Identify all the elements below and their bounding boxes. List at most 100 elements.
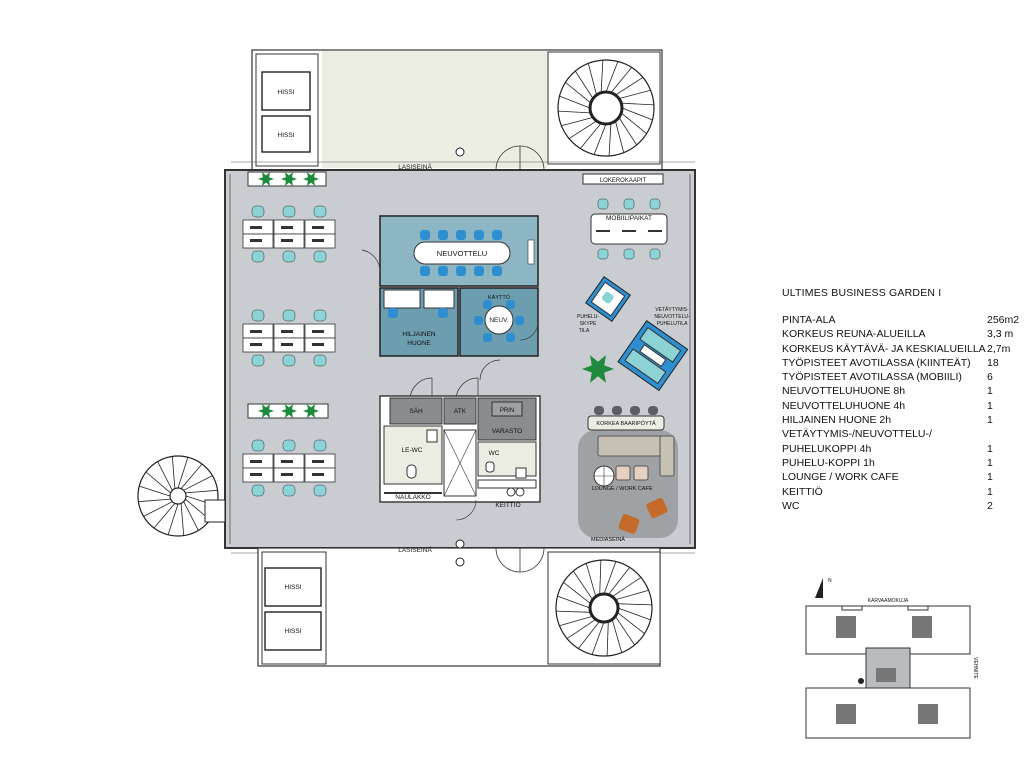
- stair-step: [557, 595, 591, 609]
- stair-step: [611, 619, 623, 653]
- monitor: [250, 330, 262, 333]
- monitor: [250, 239, 262, 242]
- info-row-label: PINTA-ALA: [782, 314, 836, 326]
- svg-text:PUHELUTILA: PUHELUTILA: [657, 321, 689, 327]
- svg-text:VARASTO: VARASTO: [492, 428, 522, 435]
- info-row-value: 2: [987, 499, 993, 512]
- info-row: VETÄYTYMIS-/NEUVOTTELU-/: [782, 427, 1027, 441]
- svg-text:N: N: [828, 578, 832, 584]
- top-wing: HISSI HISSI LASISEINÄ: [251, 49, 663, 171]
- info-row-value: 1: [987, 485, 993, 498]
- phone-booth-1h: PUHELU- SKYPE TILA: [577, 276, 631, 334]
- info-row-label: TYÖPISTEET AVOTILASSA (MOBIILI): [782, 371, 962, 384]
- svg-text:HUONE: HUONE: [407, 340, 431, 347]
- monitor: [648, 230, 662, 232]
- stair-step: [145, 471, 171, 494]
- chair: [649, 248, 661, 260]
- monitor: [250, 473, 262, 476]
- stair-step: [615, 77, 644, 96]
- svg-text:SÄH: SÄH: [409, 407, 423, 415]
- chair: [420, 266, 430, 276]
- svg-text:HISSI: HISSI: [278, 89, 295, 96]
- svg-text:ATK: ATK: [454, 408, 467, 415]
- quiet-room: HILJAINEN HUONE: [379, 287, 459, 357]
- info-row-label: WC: [782, 499, 800, 512]
- monitor: [312, 460, 324, 463]
- chair: [438, 266, 448, 276]
- info-row-label: LOUNGE / WORK CAFE: [782, 471, 899, 484]
- stair-step: [185, 489, 218, 494]
- stair-step: [575, 70, 594, 99]
- high-bar-table: [587, 415, 665, 431]
- svg-text:KARVAAMOKUJA: KARVAAMOKUJA: [868, 598, 909, 604]
- svg-text:LOUNGE / WORK CAFE: LOUNGE / WORK CAFE: [591, 486, 652, 492]
- monitor: [312, 226, 324, 229]
- info-row-value: 1: [987, 414, 993, 427]
- stair-step: [556, 610, 591, 613]
- glass-wall-label-top: LASISEINÄ: [398, 163, 432, 171]
- stair-step: [139, 485, 171, 497]
- stair-step: [593, 123, 607, 155]
- stair-step: [579, 122, 602, 149]
- terrace-top: [322, 51, 548, 168]
- svg-text:TILA: TILA: [579, 328, 590, 334]
- svg-text:HILJAINEN: HILJAINEN: [402, 331, 436, 338]
- stair-step: [621, 107, 653, 121]
- stair-step: [617, 611, 645, 635]
- plant: [258, 172, 274, 186]
- stair-step: [617, 607, 651, 621]
- svg-text:NAULAKKO: NAULAKKO: [395, 494, 430, 501]
- lockers: LOKEROKAAPIT: [582, 173, 664, 185]
- info-row-label: NEUVOTTELUHUONE 4h: [782, 399, 906, 412]
- stair-step: [600, 60, 604, 93]
- stair-step: [180, 503, 185, 536]
- plant: [258, 404, 274, 418]
- stair-step: [180, 463, 203, 489]
- chair: [313, 439, 327, 452]
- chair: [282, 309, 296, 322]
- monitor: [281, 343, 293, 346]
- chair: [597, 248, 609, 260]
- spiral-stair-left: [137, 455, 226, 537]
- monitor: [596, 230, 610, 232]
- stair-step: [610, 67, 633, 94]
- stair-step: [605, 61, 619, 93]
- stair-step: [585, 563, 597, 597]
- info-row-label: KORKEUS REUNA-ALUEILLA: [782, 328, 926, 341]
- chair: [251, 484, 265, 497]
- stair-step: [603, 561, 617, 595]
- svg-text:VEHNITE: VEHNITE: [972, 657, 978, 679]
- stair-step: [565, 81, 592, 104]
- stair-step: [558, 110, 591, 114]
- stair-step: [599, 560, 602, 595]
- chair: [623, 248, 635, 260]
- chair: [649, 198, 661, 210]
- info-row: WC 2: [782, 499, 1027, 513]
- svg-text:KORKEA BAARIPÖYTÄ: KORKEA BAARIPÖYTÄ: [596, 420, 656, 427]
- it-room: [443, 397, 477, 425]
- chair: [282, 205, 296, 218]
- info-row-value: 6: [987, 371, 993, 384]
- info-row: TYÖPISTEET AVOTILASSA (MOBIILI) 6: [782, 370, 1027, 384]
- stair-step: [614, 615, 635, 646]
- info-row-value: 1: [987, 471, 993, 484]
- stair-step: [157, 461, 173, 491]
- svg-text:NEUVOTTELU-: NEUVOTTELU-: [654, 314, 690, 320]
- info-row-label: VETÄYTYMIS-/NEUVOTTELU-/: [782, 428, 932, 441]
- stair-step: [618, 117, 637, 146]
- meeting-room-8h: NEUVOTTELU: [361, 215, 539, 287]
- chair: [251, 250, 265, 263]
- chair: [492, 230, 502, 240]
- plant-large: [582, 355, 614, 383]
- plant-box-top: [247, 171, 327, 187]
- stair-step: [615, 120, 625, 153]
- monitor: [250, 460, 262, 463]
- monitor: [250, 343, 262, 346]
